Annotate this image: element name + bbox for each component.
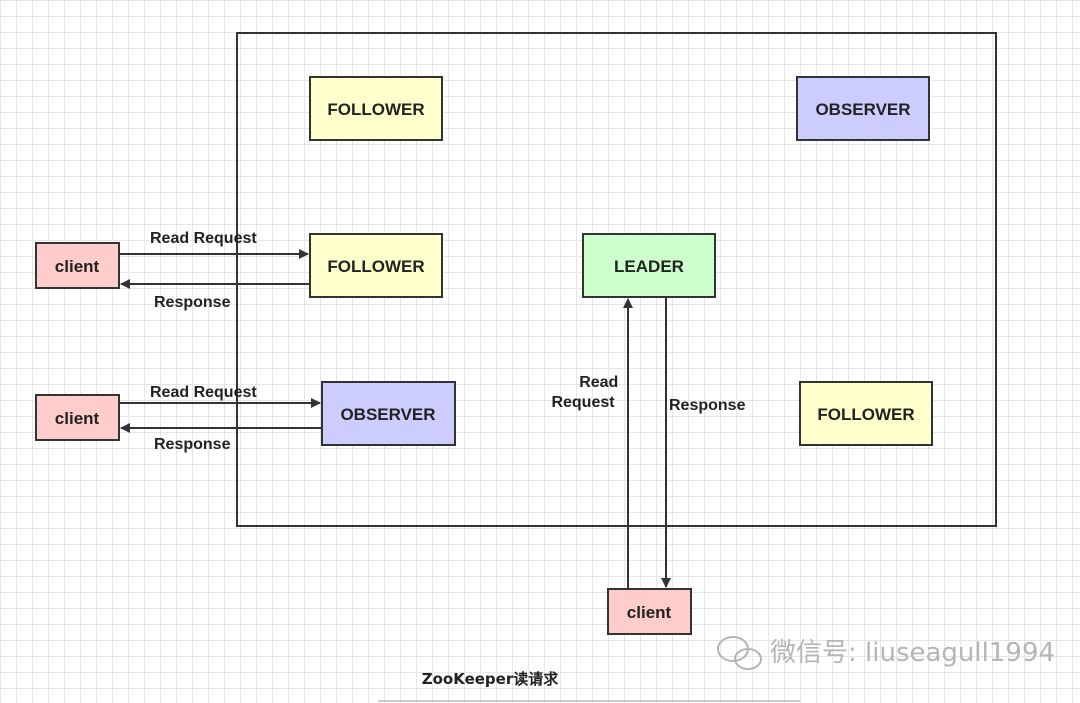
- diagram-caption: ZooKeeper读请求: [422, 670, 560, 688]
- client-node-1-label: client: [55, 257, 100, 276]
- follower-node-top[interactable]: FOLLOWER: [309, 76, 443, 141]
- client-node-2-box: [35, 394, 120, 441]
- client3-request-label: Read Request: [551, 374, 622, 411]
- leader-node[interactable]: LEADER: [582, 233, 716, 298]
- client3-request-label-line1: Read: [579, 374, 618, 391]
- watermark-text: 微信号: liuseagull1994: [770, 638, 1055, 668]
- client-node-3-box: [607, 588, 692, 635]
- observer-node-mid-label: OBSERVER: [340, 405, 435, 424]
- ensemble-boundary: [236, 32, 997, 527]
- follower-node-mid-label: FOLLOWER: [327, 257, 424, 276]
- follower-node-top-box: [309, 76, 443, 141]
- client3-response-label: Response: [669, 397, 746, 414]
- follower-node-right[interactable]: FOLLOWER: [799, 381, 933, 446]
- follower-node-mid-box: [309, 233, 443, 298]
- client1-request-label: Read Request: [150, 230, 257, 247]
- follower-node-right-box: [799, 381, 933, 446]
- follower-node-top-label: FOLLOWER: [327, 100, 424, 119]
- wechat-icon: [717, 636, 762, 670]
- client2-response-label: Response: [154, 436, 231, 453]
- leader-node-box: [582, 233, 716, 298]
- client3-request-label-line2: Request: [551, 394, 615, 411]
- client-node-2-label: client: [55, 409, 100, 428]
- client2-request-label: Read Request: [150, 384, 257, 401]
- client1-response-label: Response: [154, 294, 231, 311]
- observer-node-mid-box: [321, 381, 456, 446]
- observer-node-top-box: [796, 76, 930, 141]
- follower-node-right-label: FOLLOWER: [817, 405, 914, 424]
- client-node-2[interactable]: client: [35, 394, 120, 441]
- follower-node-mid[interactable]: FOLLOWER: [309, 233, 443, 298]
- client-node-1[interactable]: client: [35, 242, 120, 289]
- observer-node-top[interactable]: OBSERVER: [796, 76, 930, 141]
- observer-node-top-label: OBSERVER: [815, 100, 910, 119]
- leader-node-label: LEADER: [614, 257, 684, 276]
- client-node-3-label: client: [627, 603, 672, 622]
- client-node-3[interactable]: client: [607, 588, 692, 635]
- watermark: 微信号: liuseagull1994: [717, 636, 1055, 670]
- observer-node-mid[interactable]: OBSERVER: [321, 381, 456, 446]
- client-node-1-box: [35, 242, 120, 289]
